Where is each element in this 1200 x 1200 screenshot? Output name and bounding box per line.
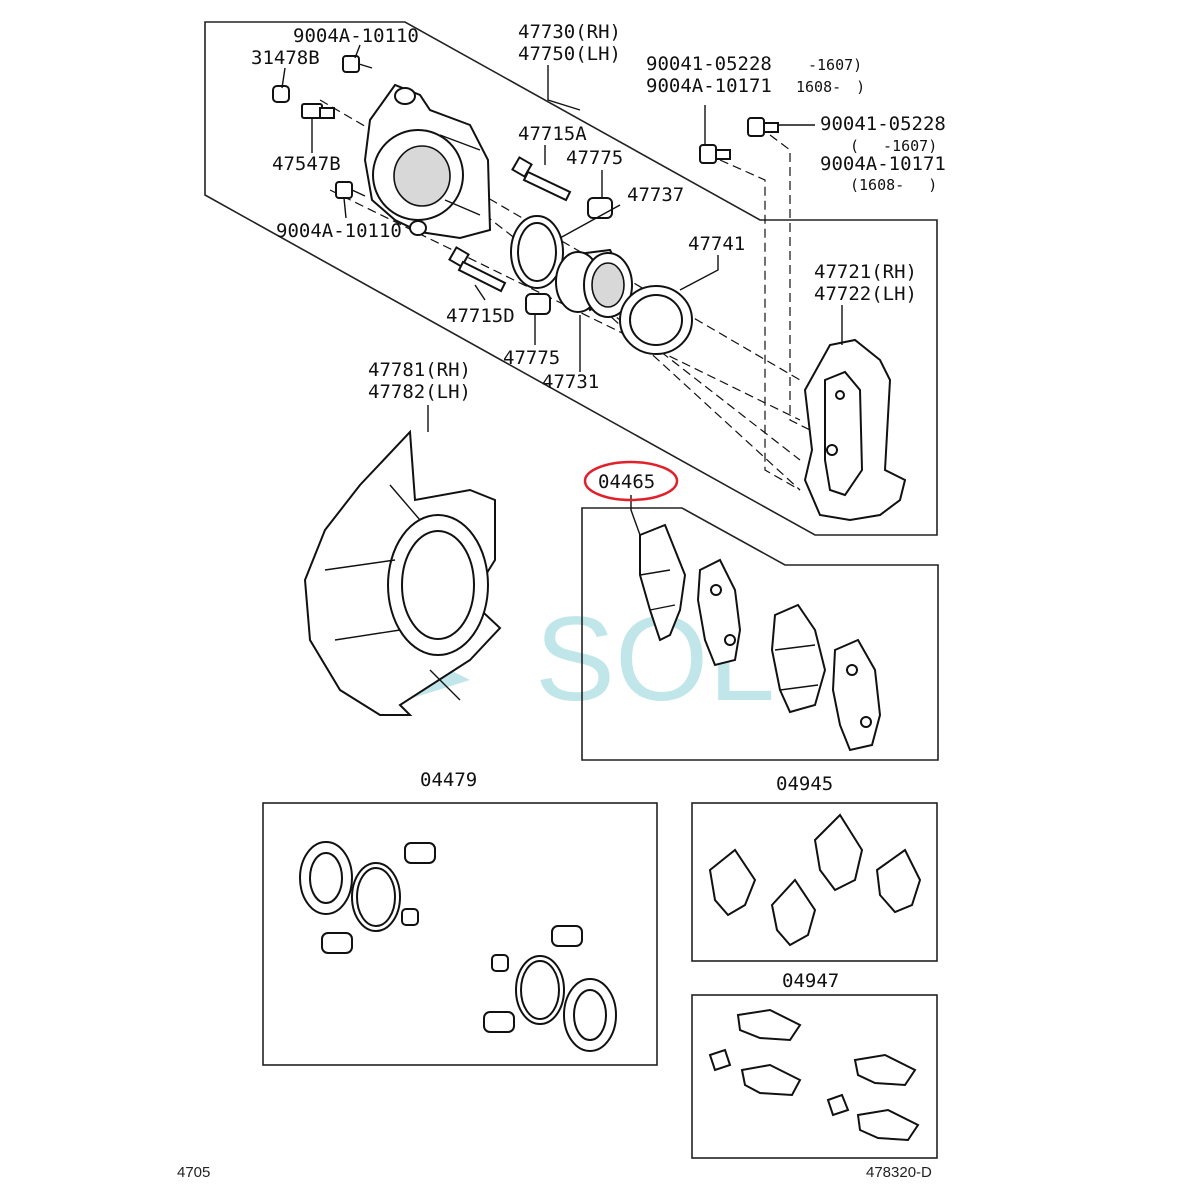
mount-bolt-a-part <box>699 144 731 164</box>
shim-kit-box <box>691 802 938 962</box>
label-slide-pin-a: 47715A <box>518 123 587 145</box>
label-shim-kit: 04945 <box>776 773 833 795</box>
label-piston-seal: 47737 <box>627 184 684 206</box>
brake-pad-3-part <box>770 603 827 714</box>
label-boot-lower: 47775 <box>503 347 560 369</box>
label-piston-boot: 47741 <box>688 233 745 255</box>
mount-bolt-b-part <box>747 117 779 137</box>
label-mount-bolt-b-1: 90041-05228 <box>820 113 946 135</box>
label-caliper-rh: 47730(RH) <box>518 21 621 43</box>
brake-pad-1-part <box>639 523 687 642</box>
label-mounting-lh: 47722(LH) <box>814 283 917 305</box>
pad-support-kit-parts <box>708 1008 920 1142</box>
boot-lower-part <box>525 293 551 315</box>
pad-kit-highlight-circle <box>583 460 679 502</box>
label-mount-bolt-b-2: 9004A-10171 <box>820 153 946 175</box>
label-mount-bolt-a-1-range: -1607) <box>808 56 862 74</box>
piston-boot-part <box>619 285 693 355</box>
bleeder-plug-part <box>301 103 335 119</box>
footer-right: 478320-D <box>866 1164 932 1181</box>
dust-cover-part <box>303 429 502 716</box>
piston-seal-part <box>510 215 564 289</box>
label-dust-cover-rh: 47781(RH) <box>368 359 471 381</box>
slide-pin-a-part <box>511 156 572 202</box>
seal-kit-box <box>262 802 658 1066</box>
label-pad-support-kit: 04947 <box>782 970 839 992</box>
slide-pin-d-part <box>448 246 507 293</box>
piston-part <box>555 248 633 318</box>
caliper-assembly-outline <box>204 21 938 536</box>
label-slide-pin-d: 47715D <box>446 305 515 327</box>
label-mount-bolt-a-2: 9004A-10171 <box>646 75 772 97</box>
brake-pad-4-part <box>831 638 882 752</box>
label-mounting-rh: 47721(RH) <box>814 261 917 283</box>
label-pad-kit: 04465 <box>598 471 655 493</box>
label-bolt-lower: 9004A-10110 <box>276 220 402 242</box>
label-caliper-lh: 47750(LH) <box>518 43 621 65</box>
label-boot-upper: 47775 <box>566 147 623 169</box>
bleeder-cap-part <box>272 85 290 103</box>
pad-kit-outline <box>581 507 939 761</box>
label-bleeder-plug: 47547B <box>272 153 341 175</box>
label-mount-bolt-b-2-range: (1608- ) <box>850 176 937 194</box>
shim-kit-parts <box>708 813 922 947</box>
label-seal-kit: 04479 <box>420 769 477 791</box>
label-mount-bolt-a-2-range: 1608- ) <box>796 78 865 96</box>
label-piston: 47731 <box>542 371 599 393</box>
part-labels: 9004A-10110 31478B 47730(RH) 47750(LH) 9… <box>251 21 946 992</box>
bolt-upper-part <box>342 55 373 73</box>
label-bolt-upper: 9004A-10110 <box>293 25 419 47</box>
footer-left: 4705 <box>177 1164 210 1181</box>
mounting-bracket-part <box>803 338 907 522</box>
boot-upper-part <box>587 197 613 219</box>
label-mount-bolt-b-1-range: ( -1607) <box>850 137 937 155</box>
caliper-body <box>363 83 492 240</box>
seal-kit-parts <box>299 841 617 1052</box>
label-dust-cover-lh: 47782(LH) <box>368 381 471 403</box>
label-mount-bolt-a-1: 90041-05228 <box>646 53 772 75</box>
brake-pad-2-part <box>696 558 742 667</box>
pad-support-kit-box <box>691 994 938 1159</box>
bolt-lower-part <box>335 181 366 199</box>
label-bleeder-cap: 31478B <box>251 47 320 69</box>
